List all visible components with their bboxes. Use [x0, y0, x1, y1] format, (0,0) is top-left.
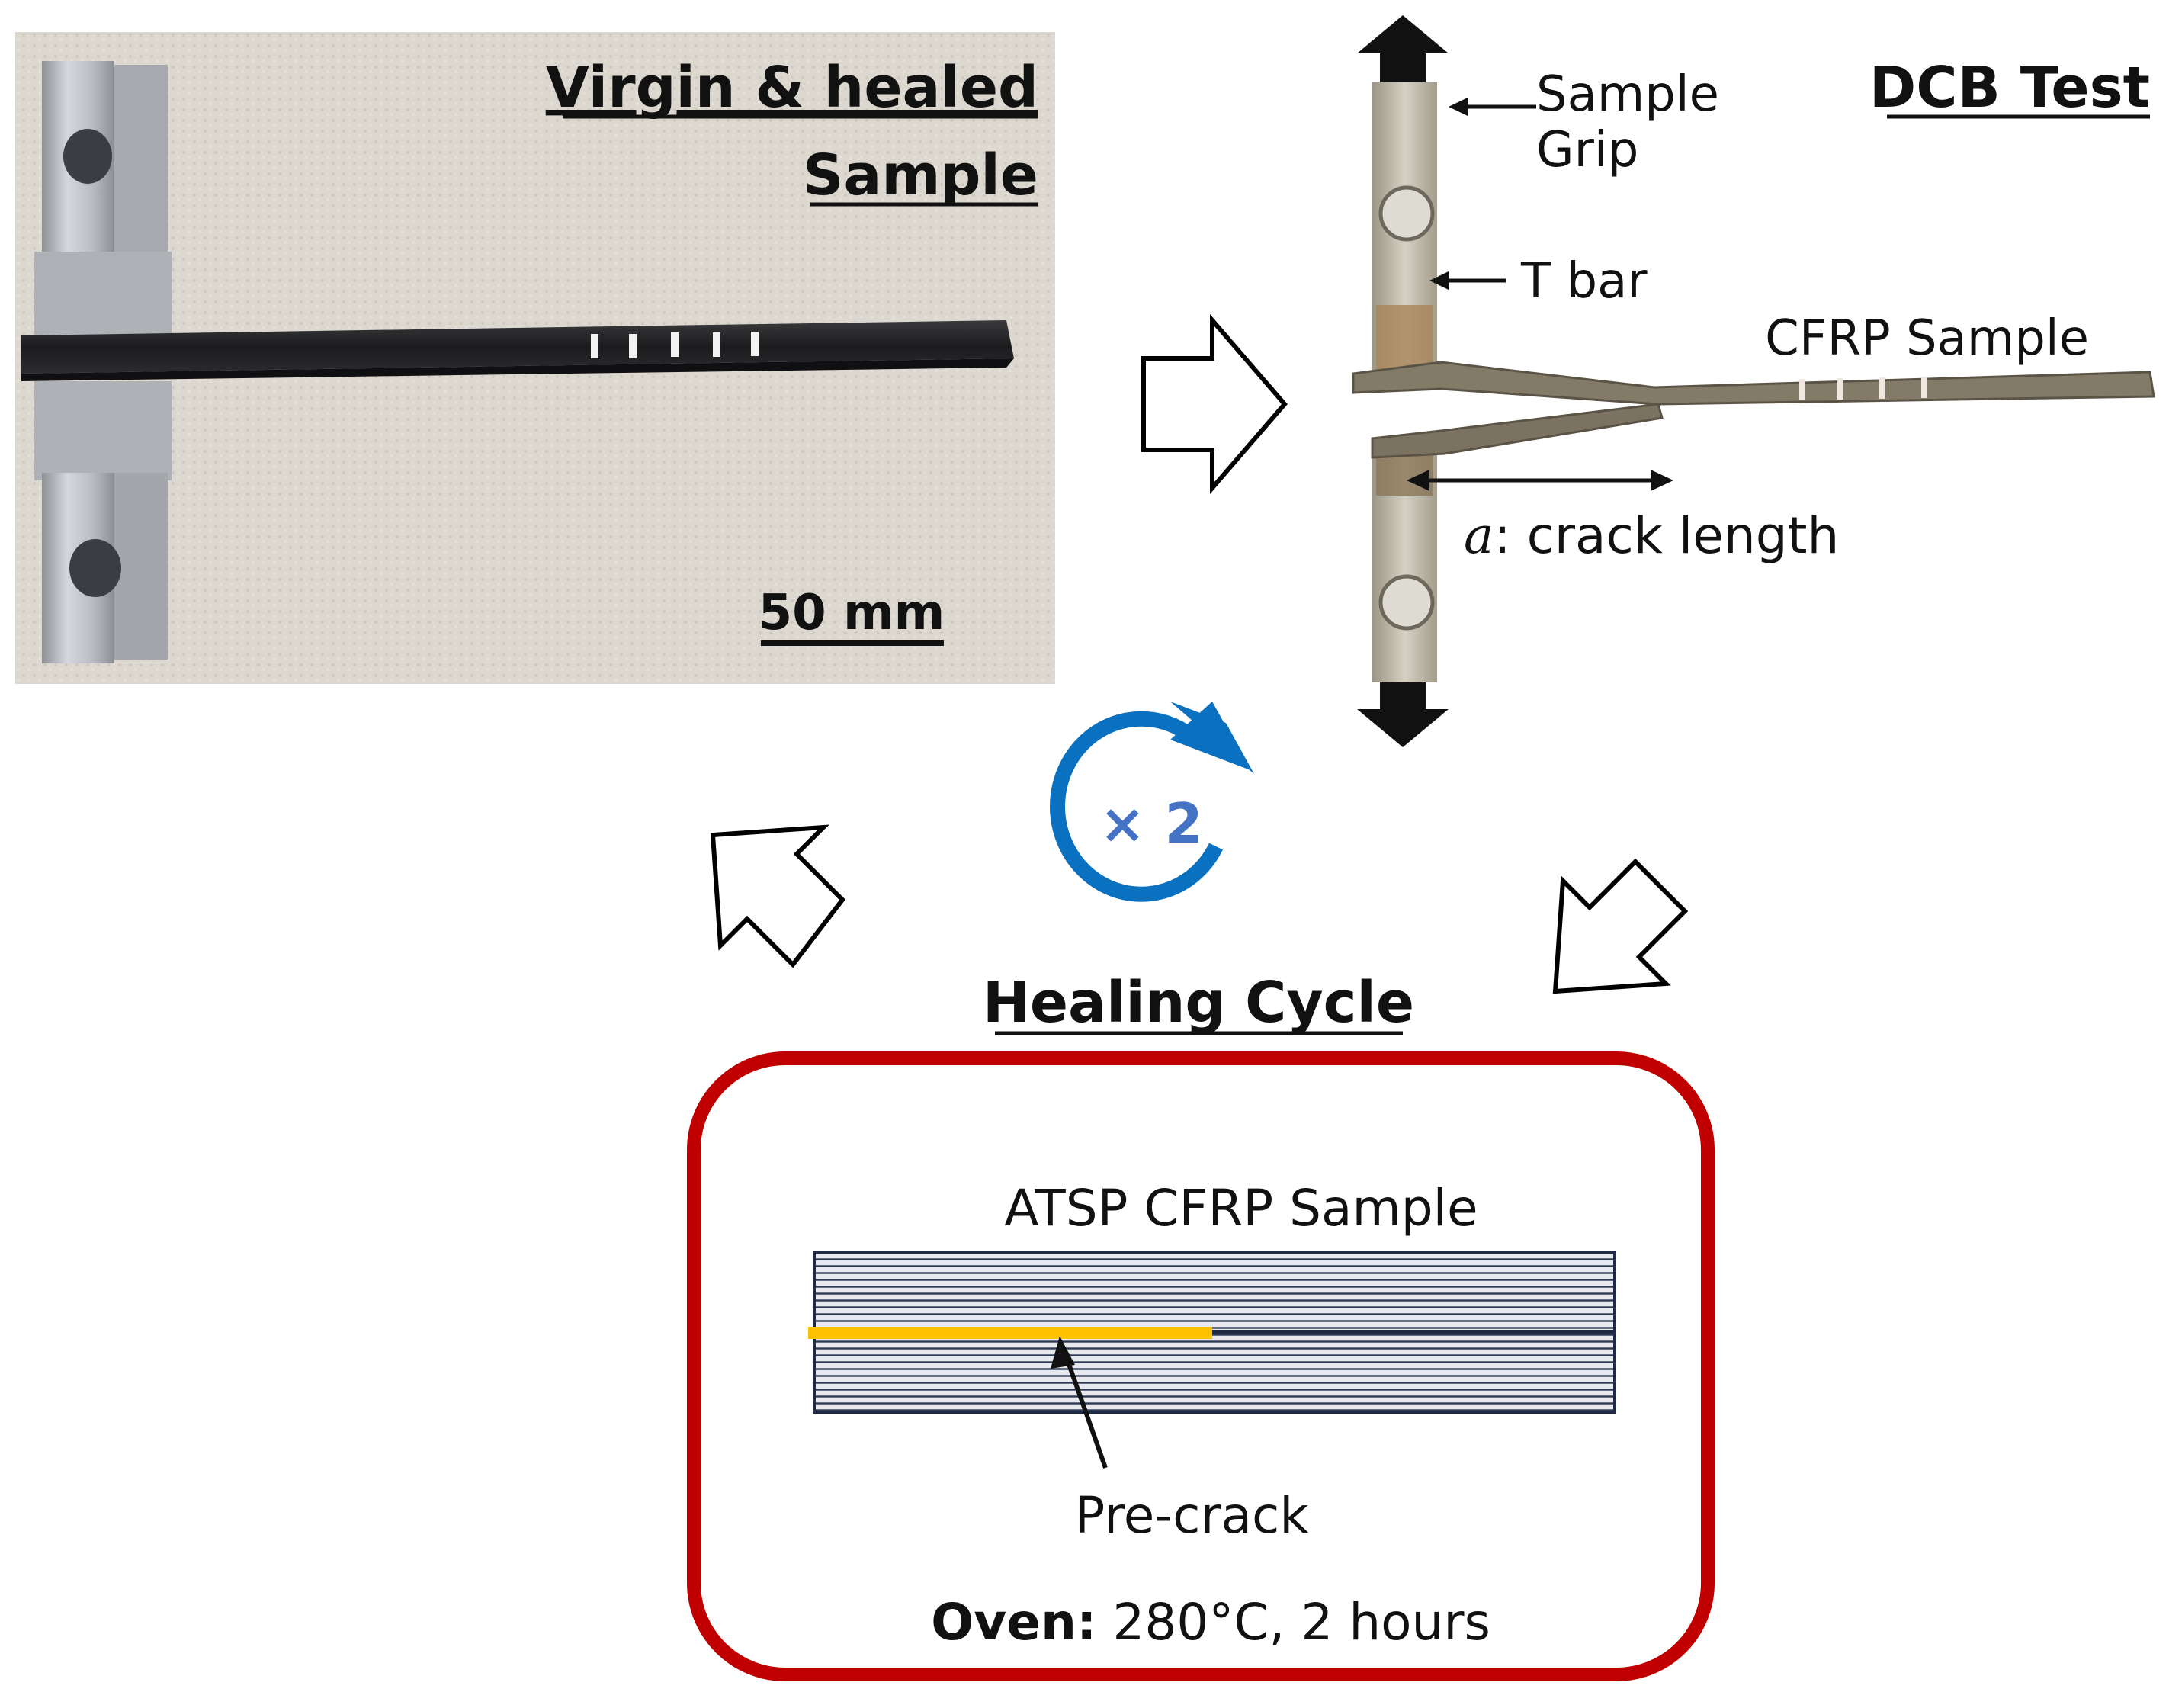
crack-length-label: a: crack length [1464, 506, 1839, 565]
crack-label-text: : crack length [1494, 506, 1839, 565]
photo-grip-lower [34, 381, 172, 663]
right-hollow-arrow-icon [1141, 313, 1288, 495]
dcb-specimen-marks [1799, 377, 1927, 400]
precrack-label: Pre-crack [1074, 1486, 1309, 1545]
down-left-hollow-arrow-icon [1552, 858, 1689, 994]
dcb-test-panel: DCB Test Sample Grip T bar CFRP Sample a… [1352, 15, 2155, 747]
precrack-film [808, 1327, 1212, 1339]
photo-specimen-marks [591, 332, 759, 358]
photo-cfrp-beam [21, 320, 1014, 374]
crack-arrow-right-icon [1651, 470, 1673, 491]
grip-pin [1378, 185, 1435, 242]
precrack-pointer-arrow-icon [1051, 1336, 1075, 1369]
load-arrow-up-icon [1357, 15, 1449, 82]
dcb-grip-upper [1372, 82, 1437, 372]
cfrp-sample-label: CFRP Sample [1765, 310, 2089, 367]
crack-symbol: a [1464, 506, 1494, 565]
grip-label-line2: Grip [1536, 122, 1638, 178]
grip-hole [63, 129, 112, 184]
crack-arrow-left-icon [1407, 470, 1429, 491]
load-arrow-down-icon [1357, 682, 1449, 747]
scale-bar-label: 50 mm [759, 585, 945, 641]
oven-label-value: 280°C, 2 hours [1096, 1593, 1490, 1652]
photo-grip-upper [34, 61, 172, 336]
oven-label-bold: Oven: [931, 1593, 1096, 1652]
grip-hole [69, 539, 121, 597]
dcb-lower-arm [1371, 403, 1664, 459]
dcb-title: DCB Test [1869, 55, 2150, 120]
photo-title-line2: Sample [803, 143, 1038, 208]
repeat-cycle-icon: × 2 [1050, 702, 1254, 902]
specimen-photo-panel: Virgin & healed Sample 50 mm [15, 32, 1055, 684]
healing-cycle-title: Healing Cycle [983, 970, 1414, 1035]
repeat-count-label: × 2 [1099, 791, 1203, 856]
tbar-label: T bar [1520, 253, 1648, 310]
healing-cycle-panel: Healing Cycle ATSP CFRP Sample Pre-crack… [687, 970, 1715, 1681]
atsp-sample-label: ATSP CFRP Sample [1004, 1179, 1478, 1238]
dcb-upper-arm [1352, 361, 2155, 406]
up-left-hollow-arrow-icon [710, 824, 845, 968]
grip-label-line1: Sample [1536, 66, 1719, 123]
grip-pointer-arrow-icon [1449, 98, 1468, 116]
grip-pin [1378, 574, 1435, 631]
tbar-pointer-arrow-icon [1429, 271, 1449, 290]
oven-condition-label: Oven: 280°C, 2 hours [931, 1593, 1490, 1652]
photo-title-line1: Virgin & healed [546, 55, 1038, 120]
